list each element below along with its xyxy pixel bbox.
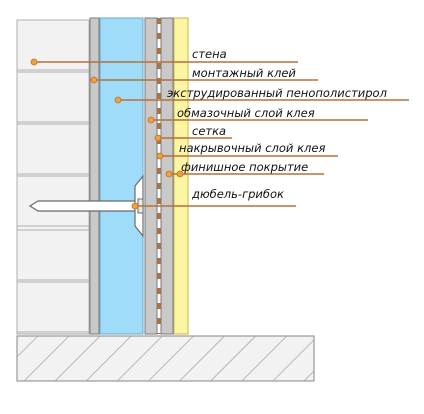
labels: стена монтажный клей экструдированный пе… [167,47,388,201]
mounting-glue-layer [89,17,100,335]
brick-wall [16,19,90,335]
base-glue-layer [144,17,158,335]
label-cover-glue: накрывочный слой клея [179,141,325,155]
label-base-glue: обмазочный слой клея [177,106,315,120]
label-mesh: сетка [192,124,226,138]
dowel-marker-dot [131,202,139,210]
label-wall: стена [192,47,227,61]
leader-dots [30,58,184,210]
label-dowel: дюбель-грибок [191,187,284,201]
xps-insulation-board [99,17,144,335]
wall-marker-dot [30,58,38,66]
mounting-glue-marker-dot [90,76,98,84]
leader-lines [34,61,409,207]
finish-marker-dot [165,170,173,178]
xps-marker-dot [114,96,122,104]
mesh-marker-dot [154,134,162,142]
label-xps: экструдированный пенополистирол [167,86,388,100]
foundation-slab [16,335,315,382]
base-glue-marker-dot [147,116,155,124]
label-finish: финишное покрытие [181,160,308,174]
cover-glue-marker-dot [156,152,164,160]
label-mounting-glue: монтажный клей [192,66,296,80]
finish-marker-dot-2 [176,170,184,178]
